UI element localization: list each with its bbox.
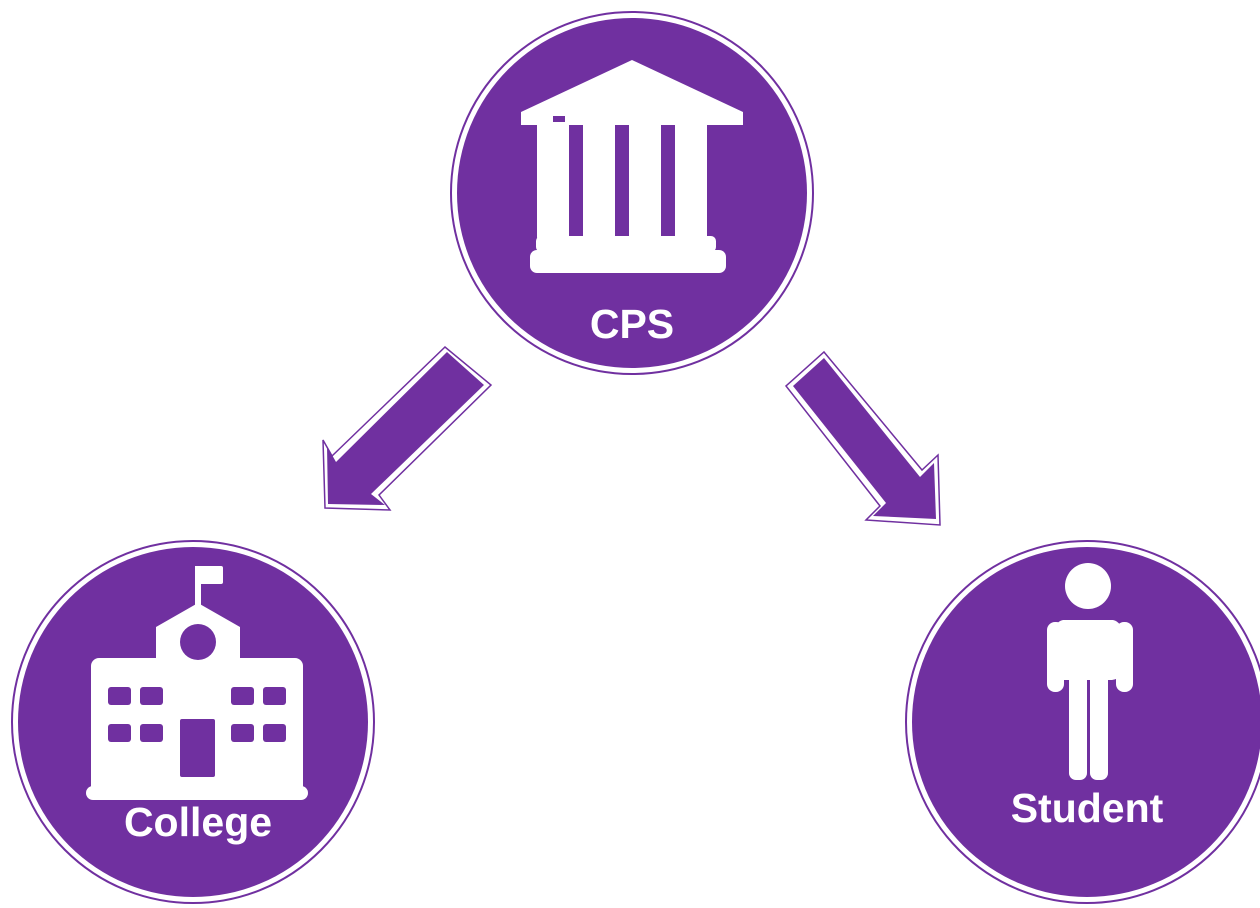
node-student-outer-ring — [905, 540, 1260, 904]
arrow-cps-to-college — [322, 345, 493, 511]
person-icon — [1047, 563, 1133, 780]
school-building-icon — [86, 566, 308, 800]
node-cps-outer-ring — [450, 11, 814, 375]
node-student: Student — [905, 540, 1260, 904]
arrow-cps-to-student — [784, 350, 941, 526]
node-student-label: Student — [1011, 785, 1164, 831]
node-college-outer-ring — [11, 540, 375, 904]
node-college: College — [11, 540, 375, 904]
node-cps-label: CPS — [590, 301, 674, 347]
government-building-icon — [521, 60, 743, 273]
node-cps: CPS — [450, 11, 814, 375]
node-college-label: College — [124, 799, 272, 845]
